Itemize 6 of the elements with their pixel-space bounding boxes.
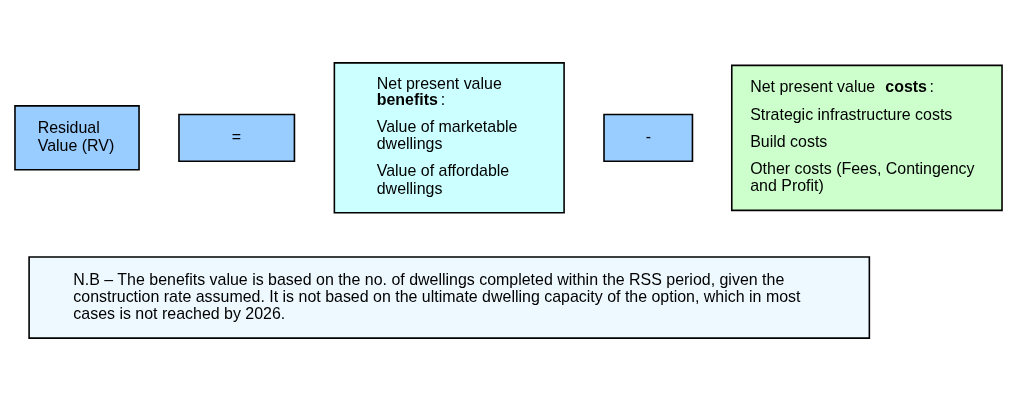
node-box: Net present value benefits: Value of marketable dwellings Value of affordable dwellings xyxy=(333,61,565,214)
node-box: Residual Value (RV) xyxy=(13,104,140,171)
node-box: = xyxy=(177,113,295,162)
node-box: N.B – The benefits value is based on the no. of dwellings completed within the RSS period, given the construction rate assumed. It is not based on the ultimate dwelling capacity of the option, which in most cases is not reached by 2026. xyxy=(27,255,870,339)
node-box: Net present value costs: Strategic infrastructure costs Build costs Other costs (Fees, Contingency and Profit) xyxy=(730,64,1003,211)
node-box: - xyxy=(602,113,693,162)
